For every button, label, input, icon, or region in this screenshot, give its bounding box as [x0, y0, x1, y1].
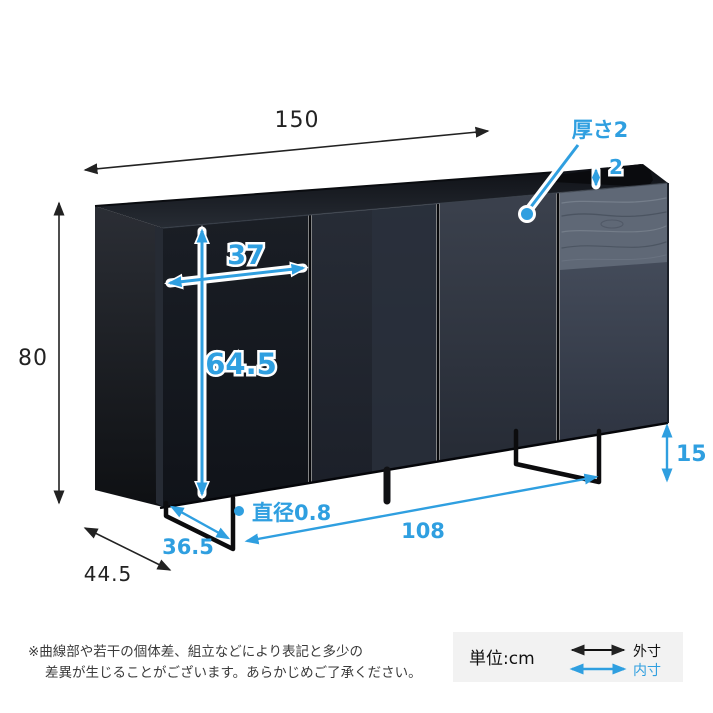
cabinet-top-rim — [550, 164, 653, 187]
height-dimension-label: 80 — [18, 346, 48, 371]
cabinet-top-front-edge — [162, 182, 669, 229]
cabinet-leg-right-sled — [513, 428, 602, 485]
leg-height-label: 15 — [676, 442, 707, 467]
rim-height-label: 2 — [609, 155, 623, 179]
depth-dimension-arrow — [83, 527, 172, 571]
leg-depth-label: 36.5 — [162, 535, 214, 559]
cabinet-door-2-grain-band — [372, 204, 436, 472]
cabinet-door-3 — [440, 193, 556, 461]
cabinet-front-edge — [155, 226, 163, 507]
inner-dimensions: 37 64.5 厚さ2 2 直径0.8 108 36.5 15 — [162, 116, 707, 560]
outer-dimensions: 150 80 44.5 — [18, 108, 490, 586]
door-width-label: 37 — [227, 240, 265, 271]
leg-span-label: 108 — [401, 519, 445, 543]
cabinet-top — [95, 164, 668, 228]
disclaimer-line-2: 差異が生じることがございます。あらかじめご了承ください。 — [45, 664, 422, 681]
width-dimension-arrow — [83, 126, 490, 175]
leg-depth-arrow — [169, 505, 231, 540]
unit-legend-box — [453, 632, 683, 682]
wood-grain-texture — [560, 183, 668, 270]
inner-dimension-legend-label: 内寸 — [633, 663, 661, 679]
unit-label: 単位:cm — [469, 649, 535, 669]
cabinet-top-back-edge — [94, 171, 558, 207]
footer: ※曲線部や若干の個体差、組立などにより表記と多少の 差異が生じることがございます… — [28, 632, 683, 682]
leg-diameter-dot — [234, 506, 244, 516]
outer-dimension-legend-label: 外寸 — [633, 644, 661, 660]
thickness-leader-line — [525, 144, 580, 213]
door-width-arrow — [167, 263, 306, 288]
thickness-label: 厚さ2 — [572, 118, 629, 142]
leg-diameter-label: 直径0.8 — [252, 501, 331, 525]
cabinet-illustration — [94, 164, 669, 552]
door-height-label: 64.5 — [205, 347, 277, 381]
width-dimension-label: 150 — [275, 108, 320, 133]
disclaimer-line-1: ※曲線部や若干の個体差、組立などにより表記と多少の — [28, 643, 363, 660]
leg-span-arrow — [244, 473, 599, 545]
depth-dimension-label: 44.5 — [84, 562, 133, 586]
cabinet-left-panel — [95, 206, 163, 507]
thickness-leader-dot — [518, 205, 536, 223]
